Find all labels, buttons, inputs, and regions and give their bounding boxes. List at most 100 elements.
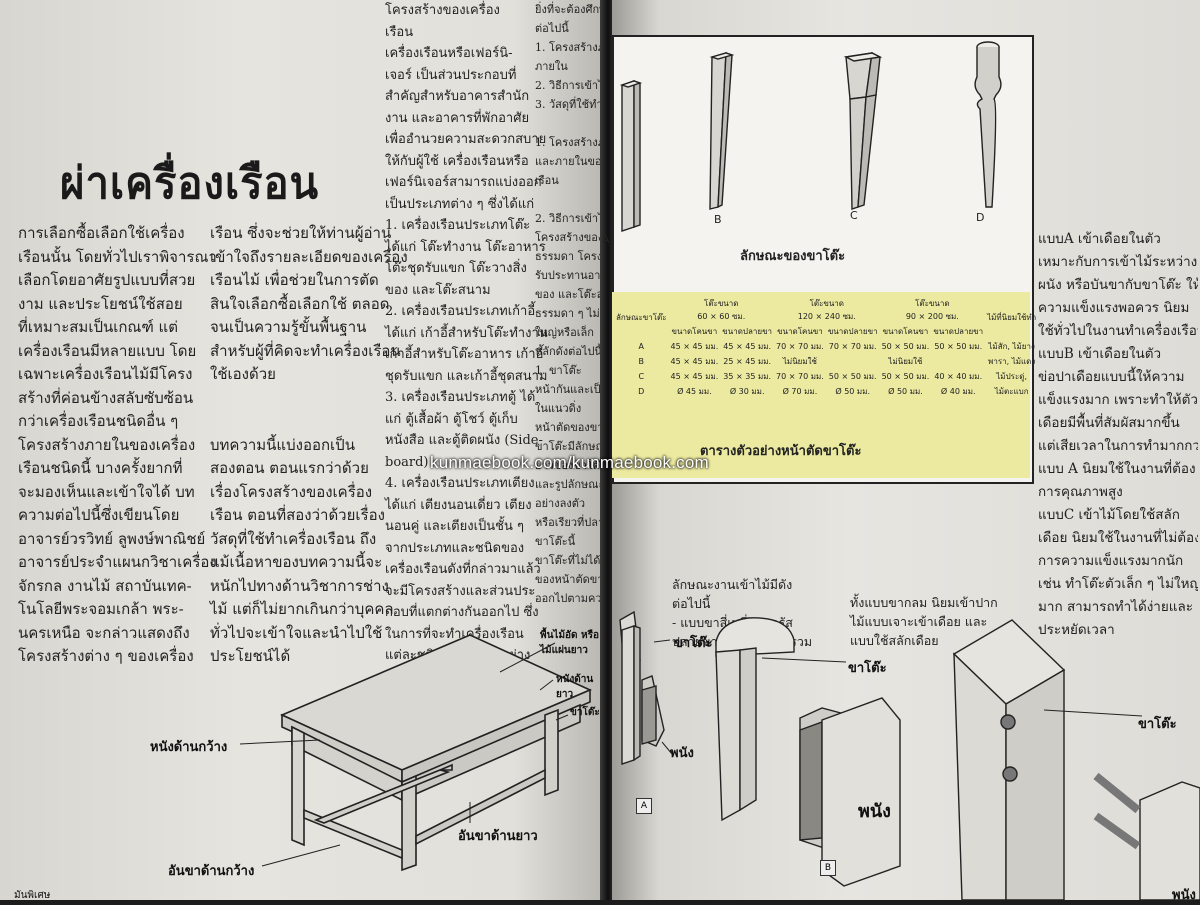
- text-line: หนังสือ และตู้ติดผนัง (Side-: [385, 433, 543, 448]
- text-line: ธรรมดา ๆ ไม่มีความ: [535, 307, 604, 320]
- left-page: ผ่าเครื่องเรือน การเลือกซื้อเลือกใช้เครื…: [0, 0, 604, 900]
- joint-c-leg-label: ขาโต๊ะ: [1138, 717, 1177, 732]
- table-cell: Ø 40 มม.: [940, 387, 976, 396]
- text-line: แข็งแรงมาก เพราะทำให้ตัว: [1038, 392, 1198, 408]
- text-line: รับประทานอาหาร โต๊ะ: [535, 269, 604, 282]
- text-line: เรือนไม้ เพื่อช่วยในการตัด: [210, 271, 379, 289]
- label-apron-long: หนังด้านยาว: [556, 674, 594, 700]
- text-line: แบบA เข้าเดือยในตัว: [1038, 231, 1161, 247]
- table-cell: ไม้ประดู่,: [996, 372, 1027, 381]
- text-line: จนเป็นความรู้ขั้นพื้นฐาน: [210, 318, 367, 336]
- text-line: กว่าเครื่องเรือนชนิดอื่น ๆ: [18, 412, 179, 430]
- text-line: ในแนวดิ่ง: [535, 402, 582, 415]
- text-line: ทั่วไปจะเข้าใจและนำไปใช้: [210, 623, 383, 642]
- table-cell: B: [638, 357, 645, 366]
- text-line: ทั้งแบบขากลม นิยมเข้าปาก: [850, 595, 998, 610]
- text-line: เรือน ตอนที่สองว่าด้วยเรื่อง: [210, 506, 385, 524]
- table-cell: 25 × 45 มม.: [723, 357, 772, 366]
- text-line: 2. เครื่องเรือนประเภทเก้าอี้: [385, 304, 536, 319]
- leg-letter-d: D: [976, 211, 985, 224]
- table-background: [612, 292, 1030, 412]
- table-cell: Ø 45 มม.: [677, 387, 712, 396]
- text-line: โครงสร้างต่าง ๆ ของเครื่อง: [18, 647, 194, 665]
- text-line: สร้างที่ค่อนข้างสลับซับซ้อน: [18, 388, 194, 407]
- text-line: หนักไปทางด้านวิชาการช่าง: [210, 576, 389, 595]
- table-sub-header: ขนาดโคนขา: [777, 327, 823, 336]
- text-line: ผนัง หรือบันขากับขาโต๊ะ ให้: [1038, 277, 1198, 293]
- text-line: แบบ A นิยมใช้ในงานที่ต้อง: [1038, 461, 1196, 477]
- joint-box-a: A: [636, 798, 652, 814]
- text-line: ของ และโต๊ะสนาม: [385, 282, 491, 298]
- leg-size-table: ลักษณะขาโต๊ะ โต๊ะขนาด 60 × 60 ซม. โต๊ะขน…: [614, 296, 1038, 399]
- text-line: แบบB เข้าเดือยในตัว: [1038, 346, 1162, 362]
- text-line: แบบC เข้าไม้โดยใช้สลัก: [1038, 507, 1180, 523]
- text-line: 2. วิธีการเข้าไม้: [535, 212, 604, 225]
- text-line: หลักดังต่อไปนี้: [535, 345, 602, 358]
- table-cell: 35 × 35 มม.: [723, 372, 772, 381]
- text-line: ประหยัดเวลา: [1038, 622, 1115, 638]
- joint-b-apron-label: พนัง: [858, 801, 891, 822]
- table-caption: ตารางตัวอย่างหน้าตัดขาโต๊ะ: [700, 444, 862, 459]
- text-line: ยาวของขาโต๊ะ: [535, 459, 604, 472]
- text-line: และภายในของเครื่อง: [535, 155, 604, 168]
- text-line: บทความนี้แบ่งออกเป็น: [210, 435, 355, 454]
- text-line: เดือยมีพื้นที่สัมผัสมากขึ้น: [1038, 415, 1180, 431]
- text-line: การเลือกซื้อเลือกใช้เครื่อง: [18, 224, 185, 242]
- table-wood-header: ไม้ที่นิยมใช้ทำ: [987, 313, 1037, 322]
- text-line: แก่ ตู้เสื้อผ้า ตู้โชว์ ตู้เก็บ: [385, 411, 518, 427]
- text-line: หรือเรียวที่ปลายขา: [535, 516, 604, 529]
- table-cell: ไม่นิยมใช้: [888, 357, 923, 366]
- text-line: นครเหนือ จะกล่าวแสดงถึง: [18, 623, 190, 642]
- text-line: งาม และประโยชน์ใช้สอย: [18, 294, 183, 313]
- text-line: ขาโต๊ะนี้: [535, 535, 576, 548]
- text-line: ความแข็งแรงพอควร นิยม: [1038, 300, 1190, 316]
- page-footer: มันพิเศษ: [14, 890, 51, 900]
- table-row-header: ลักษณะขาโต๊ะ: [616, 313, 667, 322]
- text-line: ของ และโต๊ะสนาม: [535, 288, 604, 301]
- table-sub-header: ขนาดโคนขา: [882, 327, 929, 336]
- text-line: เครื่องเรือนมีหลายแบบ โดย: [18, 341, 197, 360]
- table-cell: ไม่นิยมใช้: [782, 357, 817, 366]
- table-cell: A: [638, 342, 644, 351]
- text-line: อาจารย์ประจำแผนกวิชาเครื่อง: [18, 553, 217, 571]
- text-line: เช่น ทำโต๊ะตัวเล็ก ๆ ไม่ใหญ่: [1038, 576, 1198, 592]
- text-line: ข่อปาเดือยแบบนี้ให้ความ: [1038, 369, 1185, 385]
- table-illustration: [282, 635, 590, 870]
- table-group-header-3: โต๊ะขนาด 90 × 200 ซม.: [905, 299, 959, 321]
- text-line: ลักษณะงานเข้าไม้มีดัง: [672, 577, 793, 592]
- text-line: ความต่อไปนี้ซึ่งเขียนโดย: [18, 506, 180, 524]
- text-line: ได้แก่ โต๊ะทำงาน โต๊ะอาหาร: [385, 239, 546, 255]
- text-line: และรูปลักษณะ: [535, 478, 604, 491]
- leg-letter-a: A: [602, 233, 610, 246]
- right-body-column-b: แบบA เข้าเดือยในตัวเหมาะกับการเข้าไม้ระห…: [1038, 228, 1198, 642]
- label-stretcher-long: อันขาด้านยาว: [458, 829, 538, 844]
- table-cell: 50 × 50 มม.: [828, 372, 877, 381]
- text-line: ยิ่งที่จะต้องศึกษาเรื่องต่อไปนี้: [535, 3, 604, 16]
- text-line: สำคัญสำหรับอาคารสำนัก: [385, 89, 530, 104]
- text-line: การคุณภาพสูง: [1038, 484, 1123, 500]
- text-line: ออกไปตามความเหมาะสม: [535, 592, 604, 605]
- text-line: ชุดรับแขก และเก้าอี้ชุดสนาม: [385, 368, 548, 384]
- body-column-4: ยิ่งที่จะต้องศึกษาเรื่องต่อไปนี้ต่อไปนี้…: [535, 0, 604, 608]
- text-line: อาจารย์วรวิทย์ ลูพงษ์พาณิชย์: [18, 529, 206, 548]
- text-line: การความแข็งแรงมากนัก: [1038, 553, 1184, 569]
- table-cell: ไม้ตะแบก: [994, 387, 1029, 396]
- text-line: 1. เครื่องเรือนประเภทโต๊ะ: [385, 218, 531, 233]
- text-line: เครื่องเรือนหรือเฟอร์นิ-: [385, 46, 513, 61]
- table-cell: C: [638, 372, 645, 381]
- table-row: B 45 × 45 มม. 25 × 45 มม. ไม่นิยมใช้ ไม่นิยม…: [614, 354, 1038, 369]
- table-cell: 45 × 45 มม.: [670, 357, 719, 366]
- text-line: ไม้แบบเจาะเข้าเดือย และ: [850, 614, 988, 629]
- text-line: 1. ขาโต๊ะ: [535, 364, 582, 377]
- legs-illustration: [619, 41, 1002, 232]
- table-cell: พารา, ไม้แดง: [988, 357, 1036, 366]
- text-line: สองตอน ตอนแรกว่าด้วย: [210, 459, 369, 477]
- text-line: มาก สามารถทำได้ง่ายและ: [1038, 599, 1194, 615]
- table-sub-header: ขนาดปลายขา: [933, 327, 984, 336]
- body-column-3: โครงสร้างของเครื่องเรือนเครื่องเรือนหรือ…: [385, 0, 548, 667]
- text-line: เข้าใจถึงรายละเอียดของเครื่อง: [210, 247, 408, 266]
- article-title: ผ่าเครื่องเรือน: [60, 158, 320, 209]
